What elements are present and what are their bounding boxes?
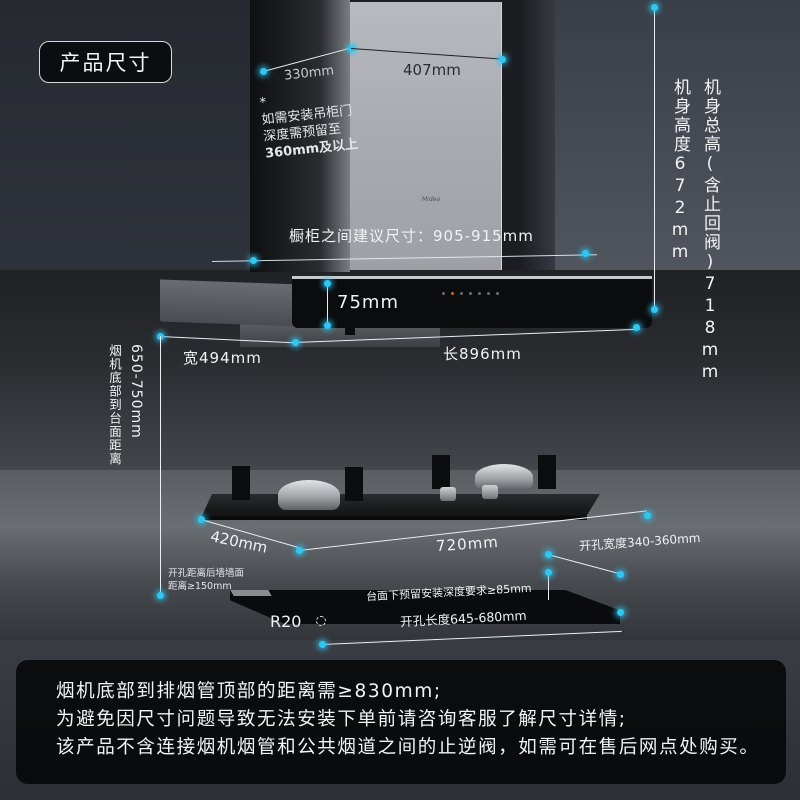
label-rear-wall: 开孔距离后墙墙面 距离≥150mm <box>168 567 244 593</box>
label-cabinet-gap: 橱柜之间建议尺寸：905-915mm <box>289 227 534 245</box>
dim-point <box>318 640 326 648</box>
label-hood-to-counter-value: 650-750mm <box>128 344 144 439</box>
section-title-badge: 产品尺寸 <box>39 41 172 83</box>
label-chimney-width: 407mm <box>403 61 461 79</box>
label-panel-thickness: 75mm <box>337 292 399 313</box>
control-panel <box>442 292 499 295</box>
dim-point <box>156 591 164 599</box>
dim-line-under-depth <box>548 572 549 600</box>
hood-chimney-front <box>350 2 502 270</box>
dim-point <box>544 550 552 558</box>
dim-point <box>249 256 257 264</box>
power-icon <box>451 292 454 295</box>
control-icon <box>469 292 472 295</box>
right-cabinet <box>555 0 800 270</box>
dim-point <box>643 511 651 519</box>
label-corner-radius: R20 <box>270 612 302 631</box>
note-line-2: 为避免因尺寸问题导致无法安装下单前请咨询客服了解尺寸详情; <box>56 709 627 730</box>
control-icon <box>460 292 463 295</box>
control-icon <box>487 292 490 295</box>
hood-front-panel <box>292 276 652 328</box>
dim-point <box>616 570 624 578</box>
dim-point <box>544 568 552 576</box>
rear-wall-line: 开孔距离后墙墙面 <box>168 568 245 579</box>
dim-point <box>498 55 506 63</box>
note-line-3: 该产品不含连接烟机烟管和公共烟道之间的止逆阀，如需可在售后网点处购买。 <box>56 737 760 758</box>
pan-support <box>538 455 556 489</box>
left-burner <box>278 480 340 510</box>
label-total-height: 机身总高(含止回阀)718mm <box>700 78 720 384</box>
radius-marker-icon <box>316 616 326 626</box>
label-hood-depth: 宽494mm <box>183 349 262 367</box>
note-line-1: 烟机底部到排烟管顶部的距离需≥830mm; <box>56 681 442 702</box>
hood-side <box>160 279 300 327</box>
dim-point <box>323 321 331 329</box>
dim-point <box>291 338 299 346</box>
hood-chimney-side <box>250 0 350 272</box>
counter-cutout <box>230 590 620 624</box>
brand-logo: Midea <box>422 196 441 203</box>
pan-support <box>432 455 450 489</box>
cabinet-note: * 如需安装吊柜门 深度需预留至 360mm及以上 <box>259 85 359 162</box>
dim-point <box>650 305 658 313</box>
dim-line-total-height <box>654 7 655 307</box>
notes-panel: 烟机底部到排烟管顶部的距离需≥830mm; 为避免因尺寸问题导致无法安装下单前请… <box>16 660 786 784</box>
label-hood-to-counter-text: 烟机底部到台面距离 <box>107 344 122 466</box>
pan-support <box>345 467 363 501</box>
dim-point <box>650 3 658 11</box>
dim-line-panel-thickness <box>327 283 328 325</box>
dim-point <box>295 546 303 554</box>
rear-wall-line: 距离≥150mm <box>168 581 232 592</box>
cooktop-edge <box>202 516 587 520</box>
dim-point <box>323 279 331 287</box>
label-body-height: 机身高度672mm <box>670 78 690 264</box>
right-knob <box>482 485 498 499</box>
cooktop-glass <box>200 494 600 520</box>
left-knob <box>440 487 456 501</box>
pan-support <box>232 466 250 500</box>
dim-line-hood-to-counter <box>160 336 161 596</box>
control-icon <box>442 292 445 295</box>
hood-grease-cup <box>345 327 355 335</box>
dim-point <box>197 515 205 523</box>
dim-point <box>632 323 640 331</box>
control-icon <box>478 292 481 295</box>
label-hood-length: 长896mm <box>443 345 522 363</box>
control-icon <box>496 292 499 295</box>
dim-point <box>581 249 589 257</box>
dim-point <box>616 608 624 616</box>
dim-point <box>259 67 267 75</box>
